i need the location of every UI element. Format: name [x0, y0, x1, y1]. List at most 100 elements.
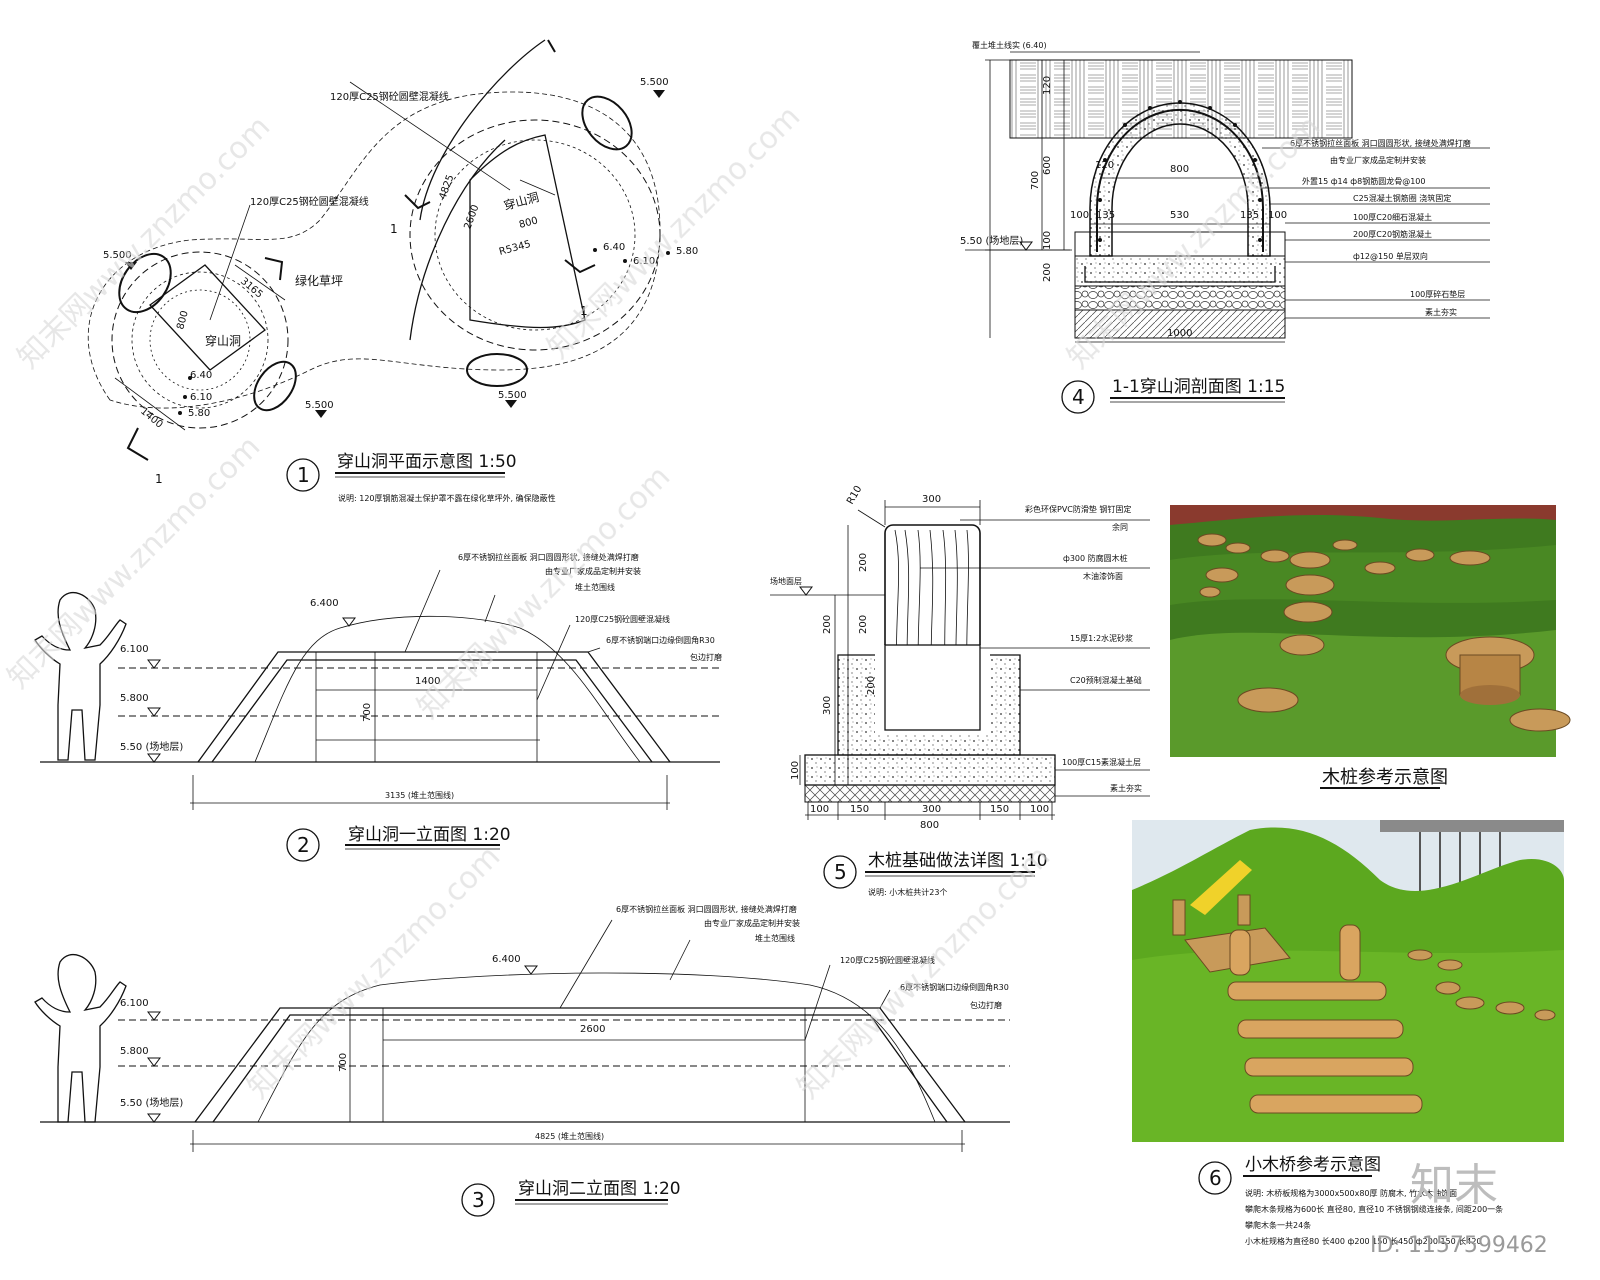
fig4-title: 1-1穿山洞剖面图 1:15 — [1112, 377, 1285, 397]
fig4-dim-100r: 100 — [1268, 210, 1287, 221]
fig5-note-8: 素土夯实 — [1110, 783, 1142, 793]
fig3-dim-700: 700 — [338, 1053, 349, 1072]
fig4-dim-1000: 1000 — [1167, 328, 1192, 339]
fig1-wall-top-label: 120厚C25钢砼圆壁混凝线 — [330, 90, 449, 103]
fig5-h300: 300 — [822, 696, 833, 715]
fig4-note-5: 100厚C20细石混凝土 — [1353, 212, 1432, 222]
fig5-note-3: ф300 防腐圆木桩 — [1063, 553, 1128, 563]
fig3-note-6: 包边打磨 — [970, 1000, 1002, 1010]
fig4-note-1: 6厚不锈钢拉丝面板 洞口圆圆形状, 接缝处满焊打磨 — [1290, 138, 1471, 148]
fig5-h200b: 200 — [858, 615, 869, 634]
fig6-note-3: 小木桩规格为直径80 长400 ф200 150 长450 ф200 150 长… — [1245, 1236, 1482, 1246]
fig2-title: 穿山洞一立面图 1:20 — [348, 825, 511, 845]
fig2-dim-1400: 1400 — [415, 676, 440, 687]
fig4-dim-800: 800 — [1170, 164, 1189, 175]
fig5-b300: 300 — [922, 804, 941, 815]
fig2-note-1: 6厚不锈钢拉丝面板 洞口圆圆形状, 接缝处满焊打磨 — [458, 552, 639, 562]
fig1-section-mark-c: 1 — [580, 304, 588, 318]
fig4-dim-530: 530 — [1170, 210, 1189, 221]
fig5-grade: 场地面层 — [770, 576, 802, 586]
fig5-b100b: 100 — [1030, 804, 1049, 815]
fig4-dim-700: 700 — [1030, 171, 1041, 190]
fig5-note-6: C20预制混凝土基础 — [1070, 675, 1142, 685]
fig2-elev-550: 5.50 (场地层) — [120, 740, 183, 753]
fig1-level-c: 5.500 — [305, 400, 334, 411]
fig3-note-1: 6厚不锈钢拉丝面板 洞口圆圆形状, 接缝处满焊打磨 — [616, 904, 797, 914]
fig1-level-a: 5.500 — [103, 250, 132, 261]
fig4-dim-135b: 135 — [1240, 210, 1259, 221]
fig5-b800: 800 — [920, 820, 939, 831]
svg-text:4: 4 — [1072, 385, 1085, 409]
brand-logo: 知末 — [1410, 1160, 1498, 1211]
fig1-cave-label-b: 穿山洞 — [502, 189, 541, 213]
fig4-top-label: 覆土堆土线实 (6.40) — [972, 40, 1047, 50]
fig4-note-6: 200厚C20钢筋混凝土 — [1353, 229, 1432, 239]
fig3-note-3: 堆土范围线 — [755, 933, 795, 943]
fig1-dim-1400: 1400 — [138, 406, 165, 431]
fig4-dim-100l: 100 — [1070, 210, 1089, 221]
svg-text:1: 1 — [297, 463, 310, 487]
fig1-elev-610b: 6.10 — [633, 256, 655, 267]
fig5-note-2: 余同 — [1112, 522, 1128, 532]
fig1-plan: 120厚C25钢砼圆壁混凝线 120厚C25钢砼圆壁混凝线 绿化草坪 穿山洞 穿… — [87, 39, 698, 503]
fig4-note-2: 由专业厂家成品定制并安装 — [1330, 155, 1426, 165]
fig5-r10: R10 — [845, 484, 864, 507]
fig4-dim-600: 600 — [1042, 156, 1053, 175]
svg-text:3: 3 — [472, 1188, 485, 1212]
fig5-b150a: 150 — [850, 804, 869, 815]
fig2-note-2: 由专业厂家成品定制并安装 — [545, 566, 641, 576]
fig3-top-elev: 6.400 — [492, 954, 521, 965]
fig3-elev-5800: 5.800 — [120, 1046, 149, 1057]
fig5-note-1: 彩色环保PVC防滑垫 钢钉固定 — [1025, 504, 1131, 514]
fig1-dim-800a: 800 — [175, 309, 191, 330]
svg-text:知末网www.znzmo.com: 知末网www.znzmo.com — [1, 429, 267, 695]
fig1-green-label: 绿化草坪 — [295, 273, 343, 288]
fig4-note-7: ф12@150 单层双向 — [1353, 251, 1428, 261]
fig2-elevation: 6厚不锈钢拉丝面板 洞口圆圆形状, 接缝处满焊打磨 由专业厂家成品定制并安装 堆… — [34, 552, 722, 862]
fig1-level-d: 5.500 — [498, 390, 527, 401]
fig3-elev-550: 5.50 (场地层) — [120, 1096, 183, 1109]
bridge-photo — [1132, 820, 1564, 1142]
fig1-wall-left-label: 120厚C25钢砼圆壁混凝线 — [250, 195, 369, 208]
fig4-note-4: C25混凝土钢筋圈 浇筑固定 — [1353, 193, 1451, 203]
fig3-dim-2600: 2600 — [580, 1024, 605, 1035]
fig5-h200c: 200 — [822, 615, 833, 634]
svg-text:6: 6 — [1209, 1166, 1222, 1190]
svg-text:5: 5 — [834, 860, 847, 884]
fig1-note: 说明: 120厚钢筋混凝土保护罩不露在绿化草坪外, 确保隐蔽性 — [338, 493, 556, 503]
fig4-note-3: 外置15 ф14 ф8钢筋圆龙骨@100 — [1302, 176, 1425, 186]
fig2-note-6: 包边打磨 — [690, 652, 722, 662]
fig1-elev-610a: 6.10 — [190, 392, 212, 403]
fig5-b100a: 100 — [810, 804, 829, 815]
fig1-elev-640a: 6.40 — [190, 370, 212, 381]
fig5-h100: 100 — [790, 761, 801, 780]
fig2-dim-total: 3135 (堆土范围线) — [385, 790, 454, 800]
fig4-dim-100a: 100 — [1042, 231, 1053, 250]
fig3-note-4: 120厚C25钢砼圆壁混凝线 — [840, 955, 935, 965]
image-id: ID: 1157599462 — [1370, 1233, 1548, 1258]
fig3-title: 穿山洞二立面图 1:20 — [518, 1179, 681, 1199]
fig2-note-4: 120厚C25钢砼圆壁混凝线 — [575, 614, 670, 624]
fig4-dim-135a: 135 — [1096, 210, 1115, 221]
fig5-title: 木桩基础做法详图 1:10 — [868, 851, 1048, 871]
fig4-section: 覆土堆土线实 (6.40) 120 600 700 100 200 800 12… — [960, 40, 1490, 414]
fig4-note-9: 素土夯实 — [1425, 307, 1457, 317]
fig1-section-mark-b: 1 — [390, 222, 398, 236]
fig6-note-2: 攀爬木条一共24条 — [1245, 1220, 1311, 1230]
fig5-pile-detail: R10 300 200 200 200 300 200 100 100 150 … — [770, 484, 1150, 897]
fig6-note-1: 攀爬木条规格为600长 直径80, 直径10 不锈钢钢缆连接条, 间距200一条 — [1245, 1204, 1503, 1214]
fig2-note-3: 堆土范围线 — [575, 582, 615, 592]
stumps-photo-caption: 木桩参考示意图 — [1322, 767, 1448, 788]
fig6-caption: 6 小木桥参考示意图 说明: 木桥板规格为3000x500x80厚 防腐木, 竹… — [1198, 1155, 1503, 1246]
fig5-b150b: 150 — [990, 804, 1009, 815]
fig3-elev-6100: 6.100 — [120, 998, 149, 1009]
fig1-dim-radius: R5345 — [498, 239, 532, 258]
fig4-note-8: 100厚碎石垫层 — [1410, 289, 1465, 299]
fig5-note: 说明: 小木桩共计23个 — [868, 887, 947, 897]
fig5-note-7: 100厚C15素混凝土层 — [1062, 757, 1141, 767]
fig1-section-mark: 1 — [155, 472, 163, 486]
fig4-dim-120: 120 — [1042, 76, 1053, 95]
person-silhouette-icon — [34, 953, 127, 1123]
fig6-note-0: 说明: 木桥板规格为3000x500x80厚 防腐木, 竹水木油饰面 — [1245, 1188, 1457, 1198]
